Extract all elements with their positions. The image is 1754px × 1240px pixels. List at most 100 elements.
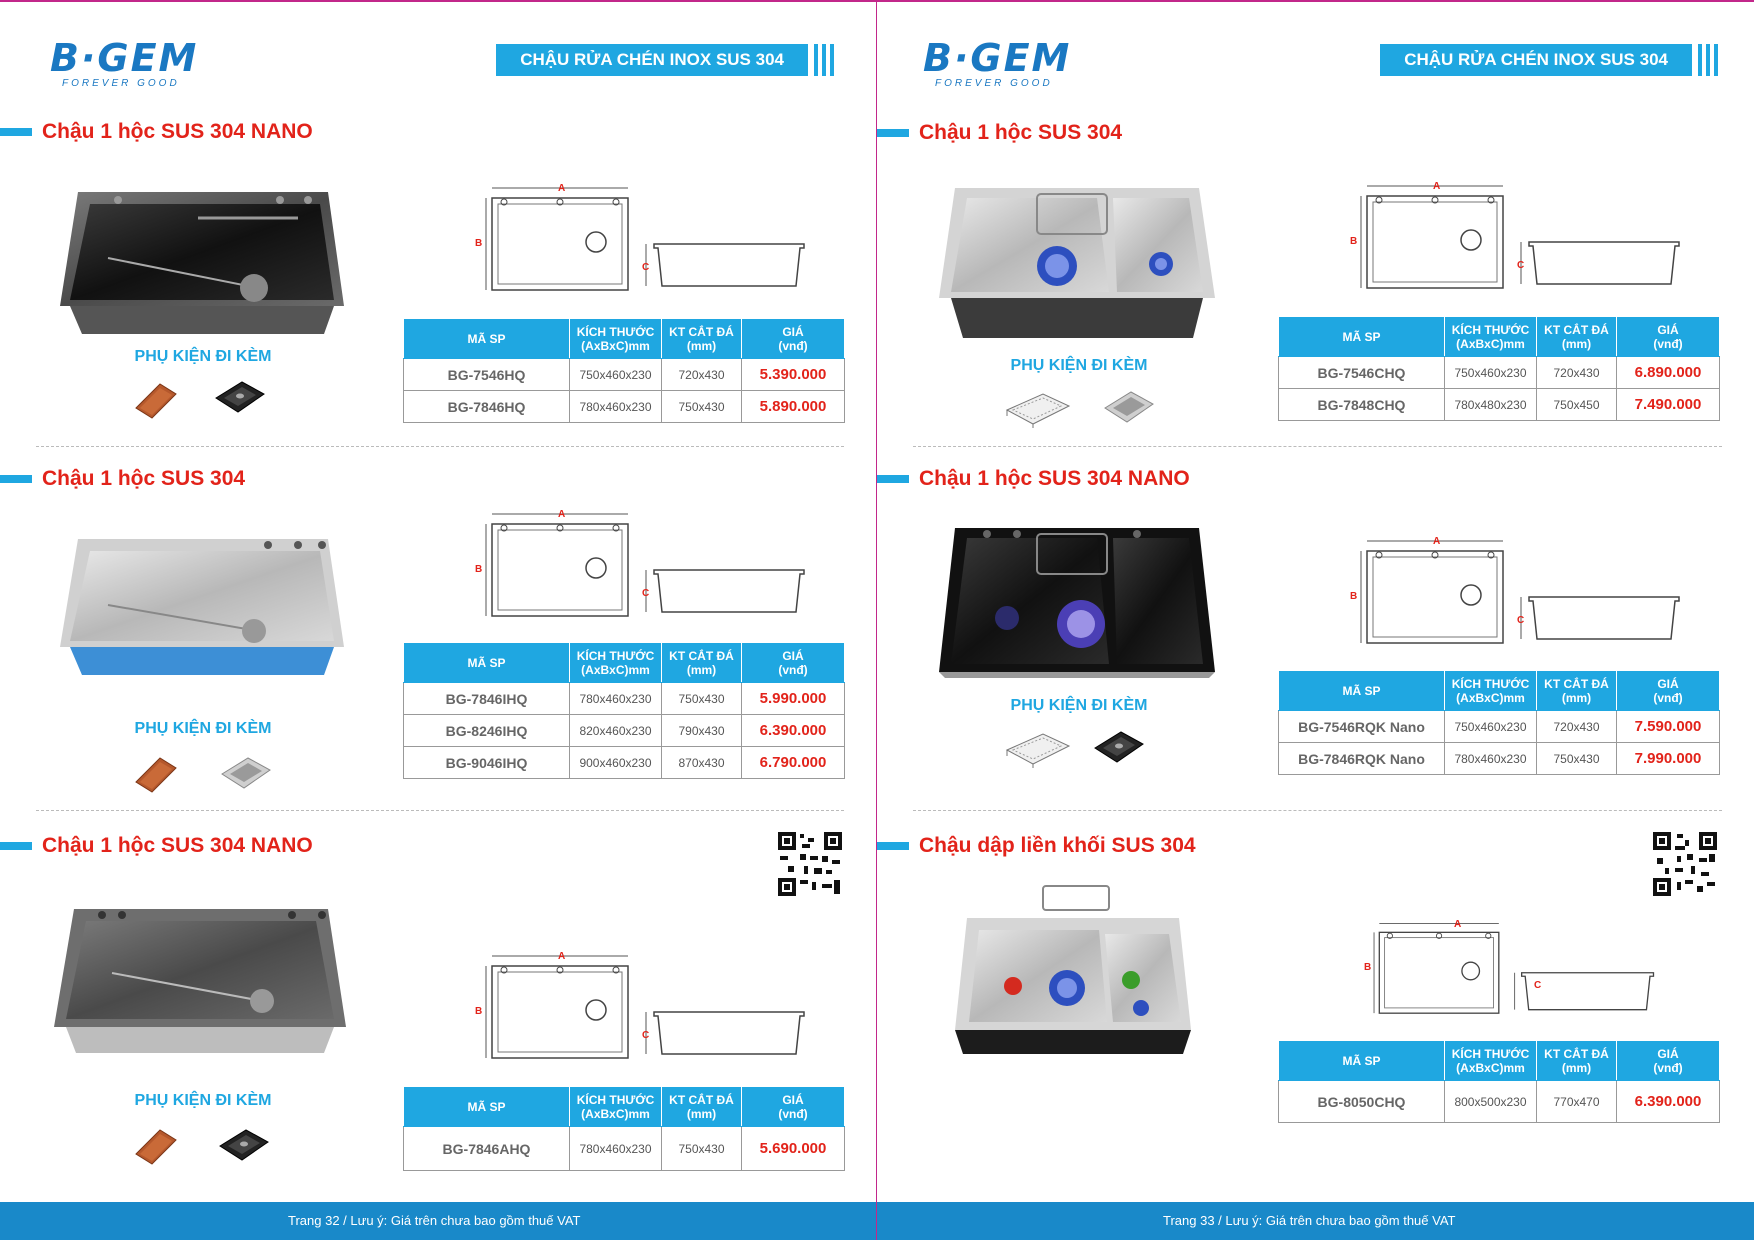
- col-cut: KT CẮT ĐÁ(mm): [661, 642, 742, 683]
- product-price: 5.690.000: [741, 1126, 845, 1171]
- section-divider: [36, 446, 844, 447]
- section-title-text: Chậu dập liền khối SUS 304: [919, 834, 1196, 857]
- section-title-text: Chậu 1 hộc SUS 304 NANO: [919, 467, 1190, 490]
- footer-note: Trang 33 / Lưu ý: Giá trên chưa bao gồm …: [1163, 1213, 1456, 1228]
- col-price: GIÁ(vnđ): [741, 318, 845, 359]
- bgem-logo: B·GEM FOREVER GOOD: [923, 38, 1093, 90]
- header-title: CHẬU RỬA CHÉN INOX SUS 304: [496, 44, 808, 76]
- product-price: 6.790.000: [741, 746, 845, 779]
- cut-size: 720x430: [661, 358, 742, 391]
- sink-photo: [939, 528, 1215, 678]
- cut-size: 770x470: [1536, 1080, 1617, 1123]
- cut-size: 750x430: [661, 682, 742, 715]
- section-divider: [36, 810, 844, 811]
- cutting-board-icon: [130, 378, 180, 422]
- footer-note: Trang 32 / Lưu ý: Giá trên chưa bao gồm …: [288, 1213, 581, 1228]
- table-row: BG-7546HQ 750x460x230 720x430 5.390.000: [403, 358, 845, 391]
- section-title: Chậu 1 hộc SUS 304 NANO: [0, 120, 313, 144]
- product-size: 780x460x230: [569, 390, 662, 423]
- cut-size: 870x430: [661, 746, 742, 779]
- section-title-text: Chậu 1 hộc SUS 304 NANO: [42, 120, 313, 143]
- section-divider: [913, 446, 1722, 447]
- sink-diagram: [478, 950, 808, 1070]
- product-code: BG-7846IHQ: [403, 682, 570, 715]
- product-size: 750x460x230: [1444, 356, 1537, 389]
- dim-label-a: A: [558, 951, 566, 962]
- dim-label-a: A: [558, 509, 566, 520]
- col-size: KÍCH THƯỚC(AxBxC)mm: [1444, 316, 1537, 357]
- table-row: BG-9046IHQ 900x460x230 870x430 6.790.000: [403, 746, 845, 779]
- product-size: 780x480x230: [1444, 388, 1537, 421]
- col-code: MÃ SP: [1278, 670, 1445, 711]
- col-price: GIÁ(vnđ): [1616, 670, 1720, 711]
- cut-size: 750x430: [661, 1126, 742, 1171]
- sink-photo: [54, 909, 346, 1053]
- product-price: 7.990.000: [1616, 742, 1720, 775]
- col-cut: KT CẮT ĐÁ(mm): [1536, 316, 1617, 357]
- header-bars-decoration: [814, 44, 834, 76]
- table-row: BG-7546CHQ 750x460x230 720x430 6.890.000: [1278, 356, 1720, 389]
- page-top-border: [877, 0, 1754, 2]
- table-row: BG-7846RQK Nano 780x460x230 750x430 7.99…: [1278, 742, 1720, 775]
- table-row: BG-8050CHQ 800x500x230 770x470 6.390.000: [1278, 1080, 1720, 1123]
- product-code: BG-7848CHQ: [1278, 388, 1445, 421]
- catalog-page-33: B·GEM FOREVER GOOD CHẬU RỬA CHÉN INOX SU…: [877, 0, 1754, 1240]
- product-code: BG-7546RQK Nano: [1278, 710, 1445, 743]
- product-size: 800x500x230: [1444, 1080, 1537, 1123]
- section-tick: [877, 129, 909, 137]
- cut-size: 750x430: [1536, 742, 1617, 775]
- logo-wordmark: B·GEM: [923, 36, 1072, 80]
- section-tick: [0, 842, 32, 850]
- header-banner: CHẬU RỬA CHÉN INOX SUS 304: [496, 44, 834, 76]
- cutting-board-icon: [130, 1124, 180, 1168]
- product-size: 780x460x230: [1444, 742, 1537, 775]
- table-row: BG-7848CHQ 780x480x230 750x450 7.490.000: [1278, 388, 1720, 421]
- product-code: BG-7546HQ: [403, 358, 570, 391]
- drain-tray-icon: [216, 1124, 272, 1168]
- section-title: Chậu 1 hộc SUS 304 NANO: [877, 467, 1190, 491]
- cut-size: 750x450: [1536, 388, 1617, 421]
- product-size: 780x460x230: [569, 682, 662, 715]
- spec-table: MÃ SP KÍCH THƯỚC(AxBxC)mm KT CẮT ĐÁ(mm) …: [1278, 670, 1720, 775]
- cut-size: 720x430: [1536, 356, 1617, 389]
- sink-diagram: [478, 182, 808, 302]
- col-size: KÍCH THƯỚC(AxBxC)mm: [1444, 1040, 1537, 1081]
- product-code: BG-7546CHQ: [1278, 356, 1445, 389]
- accessory-label: PHỤ KIỆN ĐI KÈM: [1010, 357, 1148, 374]
- drain-tray-icon: [1091, 726, 1147, 770]
- col-cut: KT CẮT ĐÁ(mm): [1536, 1040, 1617, 1081]
- section-title: Chậu 1 hộc SUS 304: [0, 467, 245, 491]
- col-size: KÍCH THƯỚC(AxBxC)mm: [1444, 670, 1537, 711]
- dim-label-b: B: [475, 564, 483, 575]
- dim-label-c: C: [642, 1030, 650, 1041]
- accessory-label: PHỤ KIỆN ĐI KÈM: [1010, 697, 1148, 714]
- dim-label-b: B: [1364, 962, 1372, 973]
- dim-label-c: C: [1534, 980, 1542, 991]
- sink-diagram: [1353, 180, 1683, 300]
- steel-tray-icon: [218, 752, 274, 796]
- dim-label-a: A: [1433, 181, 1441, 192]
- accessory-label: PHỤ KIỆN ĐI KÈM: [134, 348, 272, 365]
- product-size: 750x460x230: [569, 358, 662, 391]
- product-code: BG-8050CHQ: [1278, 1080, 1445, 1123]
- logo-tagline: FOREVER GOOD: [62, 78, 180, 89]
- product-price: 7.490.000: [1616, 388, 1720, 421]
- spec-table: MÃ SP KÍCH THƯỚC(AxBxC)mm KT CẮT ĐÁ(mm) …: [403, 318, 845, 423]
- dim-label-a: A: [1433, 536, 1441, 547]
- header-title: CHẬU RỬA CHÉN INOX SUS 304: [1380, 44, 1692, 76]
- product-code: BG-9046IHQ: [403, 746, 570, 779]
- product-price: 6.890.000: [1616, 356, 1720, 389]
- product-price: 5.990.000: [741, 682, 845, 715]
- steel-tray-icon: [1101, 386, 1157, 430]
- dim-label-b: B: [1350, 591, 1358, 602]
- spec-table: MÃ SP KÍCH THƯỚC(AxBxC)mm KT CẮT ĐÁ(mm) …: [403, 1086, 845, 1171]
- dim-label-c: C: [1517, 615, 1525, 626]
- section-tick: [877, 842, 909, 850]
- col-cut: KT CẮT ĐÁ(mm): [661, 318, 742, 359]
- section-title: Chậu 1 hộc SUS 304: [877, 121, 1122, 145]
- col-price: GIÁ(vnđ): [741, 642, 845, 683]
- col-size: KÍCH THƯỚC(AxBxC)mm: [569, 1086, 662, 1127]
- page-footer: Trang 33 / Lưu ý: Giá trên chưa bao gồm …: [877, 1202, 1754, 1240]
- col-size: KÍCH THƯỚC(AxBxC)mm: [569, 318, 662, 359]
- qr-code-icon: [776, 830, 844, 898]
